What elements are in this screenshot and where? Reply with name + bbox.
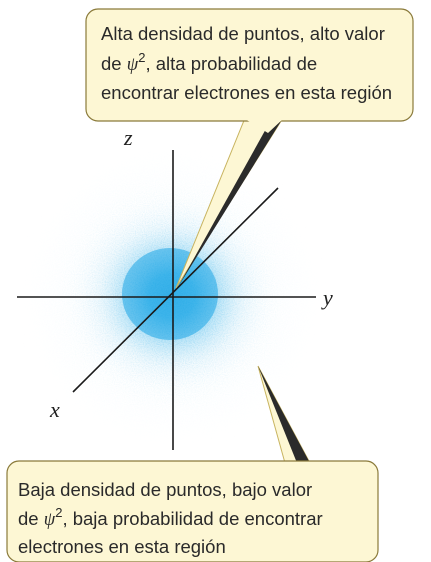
top-callout-line-2: de ψ2, alta probabilidad de: [101, 50, 317, 75]
bottom-callout-line-2: de ψ2, baja probabilidad de encontrar: [18, 505, 323, 530]
bottom-callout: Baja densidad de puntos, bajo valor de ψ…: [6, 460, 379, 562]
psi-symbol: ψ: [127, 55, 139, 75]
coordinate-axes: [17, 150, 316, 450]
y-axis-label: y: [321, 285, 333, 310]
x-axis-label: x: [49, 397, 60, 422]
x-axis: [72, 187, 279, 393]
z-axis-label: z: [123, 125, 133, 150]
top-callout-line-3: encontrar electrones en esta región: [101, 82, 392, 103]
top-callout: Alta densidad de puntos, alto valor de ψ…: [85, 8, 414, 133]
superscript-two: 2: [138, 50, 145, 65]
superscript-two: 2: [55, 505, 62, 520]
bottom-callout-line-1: Baja densidad de puntos, bajo valor: [18, 479, 312, 500]
top-callout-line-1: Alta densidad de puntos, alto valor: [101, 23, 385, 44]
bottom-callout-line-3: electrones en esta región: [18, 536, 226, 557]
electron-density-cloud: [12, 136, 332, 456]
psi-symbol: ψ: [44, 510, 56, 530]
